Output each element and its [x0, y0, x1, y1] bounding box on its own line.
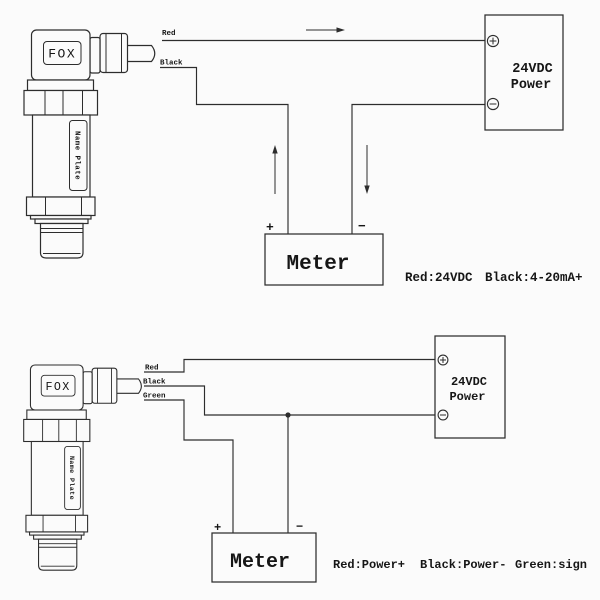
caption-red: Red:24VDC [405, 271, 473, 285]
caption-green: Green:sign [515, 558, 587, 572]
black-wire [144, 385, 435, 416]
meter-plus-sign: + [214, 521, 221, 535]
meter-box [264, 233, 384, 286]
caption-black: Black:Power- [420, 558, 506, 572]
green-wire-label: Green [143, 393, 166, 401]
power-supply-box [484, 14, 564, 131]
pressure-transmitter-top [23, 29, 156, 259]
meter-label: Meter [286, 253, 349, 276]
pressure-transmitter-bottom [23, 364, 142, 571]
red-wire [144, 358, 435, 373]
top-diagram: Red Black + − Meter [23, 14, 583, 286]
plus-terminal-icon [437, 354, 449, 366]
meter-minus-wire [351, 103, 485, 234]
meter-plus-sign: + [266, 220, 274, 235]
power-supply-name-line2: Power [511, 78, 552, 93]
meter-minus-sign: − [358, 219, 366, 234]
red-wire-label: Red [145, 365, 159, 373]
red-wire-label: Red [162, 30, 176, 38]
black-wire-label: Black [160, 60, 183, 68]
current-arrow-up-icon [272, 145, 278, 194]
current-arrow-right-icon [306, 27, 345, 33]
power-supply-name-line2: Power [449, 390, 485, 404]
minus-terminal-icon [486, 97, 500, 111]
minus-terminal-icon [437, 409, 449, 421]
power-supply-box [434, 335, 506, 439]
green-wire [144, 399, 234, 533]
black-wire [160, 66, 289, 234]
black-wire-label: Black [143, 379, 166, 387]
meter-minus-sign: − [296, 520, 303, 534]
meter-label: Meter [230, 551, 290, 574]
bottom-diagram: Red Black Green + − Meter 24VDC Power Re… [23, 335, 587, 583]
current-arrow-down-icon [364, 145, 370, 194]
caption-black: Black:4-20mA+ [485, 271, 583, 285]
power-supply-name-line1: 24VDC [512, 62, 553, 77]
caption-red: Red:Power+ [333, 558, 405, 572]
power-supply-name-line1: 24VDC [451, 375, 487, 389]
plus-terminal-icon [486, 34, 500, 48]
meter-box [211, 532, 317, 583]
